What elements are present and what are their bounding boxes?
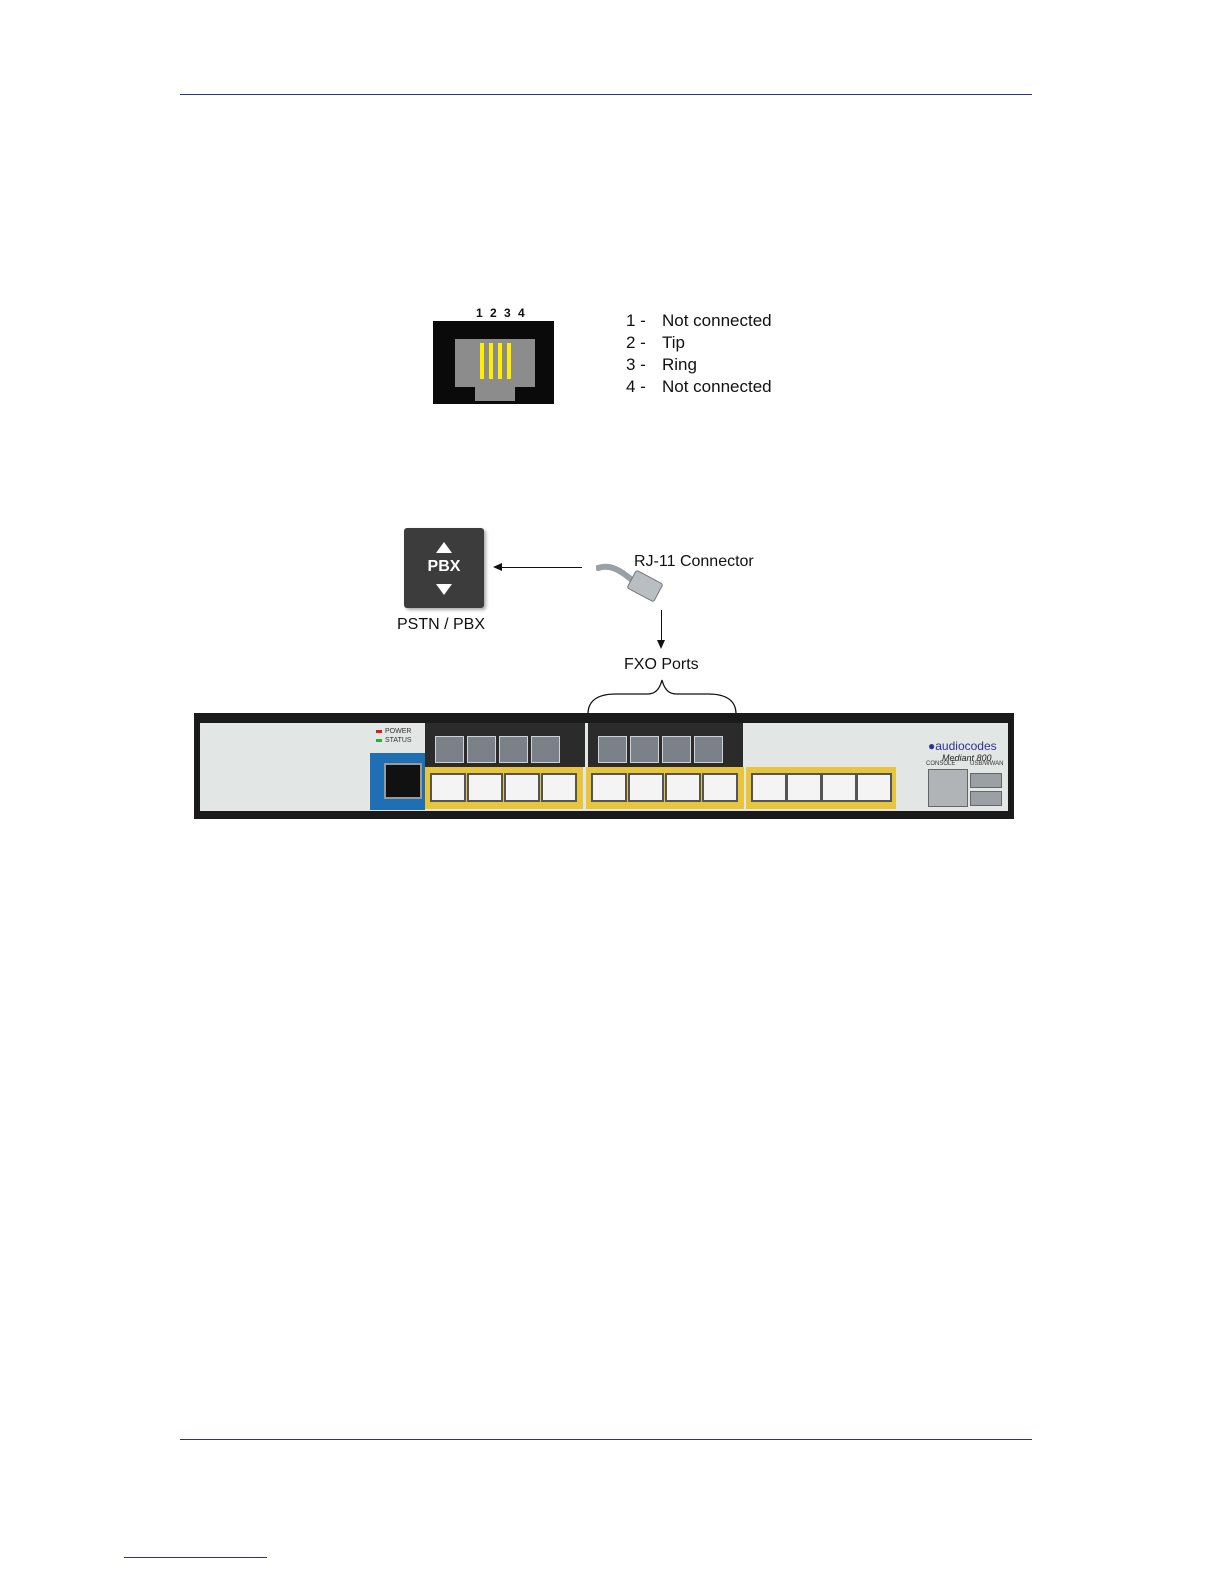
led-legend: POWER STATUS bbox=[376, 727, 412, 745]
rj11-jack-image bbox=[433, 321, 554, 404]
pin-number: 4 - bbox=[626, 376, 662, 398]
lan-port-block-1 bbox=[425, 767, 583, 809]
lan-port-block-2 bbox=[586, 767, 744, 809]
pin-label: Ring bbox=[662, 354, 697, 376]
pbx-icon-label: PBX bbox=[404, 558, 484, 576]
console-port bbox=[928, 769, 968, 807]
fxo-port-block bbox=[588, 723, 743, 767]
usb-port bbox=[970, 773, 1002, 788]
jack-pin-numbers: 1 2 3 4 bbox=[476, 306, 527, 320]
fxo-ports-label: FXO Ports bbox=[624, 656, 699, 674]
pinout-row: 4 - Not connected bbox=[626, 376, 772, 398]
pin-label: Tip bbox=[662, 332, 685, 354]
console-label: CONSOLE bbox=[926, 761, 955, 767]
usb-port bbox=[970, 791, 1002, 806]
pin-number: 2 - bbox=[626, 332, 662, 354]
pinout-row: 1 - Not connected bbox=[626, 310, 772, 332]
pinout-row: 3 - Ring bbox=[626, 354, 772, 376]
pin-number: 3 - bbox=[626, 354, 662, 376]
pstn-pbx-label: PSTN / PBX bbox=[397, 616, 485, 634]
usb-label: USB/WWAN bbox=[970, 761, 1003, 767]
footer-rule bbox=[180, 1439, 1032, 1440]
footnote-rule bbox=[124, 1557, 267, 1558]
arrow-to-pbx bbox=[502, 567, 582, 568]
brand-logo: ●audiocodes bbox=[928, 739, 997, 753]
arrow-to-fxo bbox=[661, 610, 662, 640]
wan-sfp-port bbox=[370, 753, 425, 810]
lan-port-block-3 bbox=[746, 767, 896, 809]
pbx-icon: PBX bbox=[404, 528, 484, 608]
led-status-label: STATUS bbox=[385, 737, 412, 744]
pin-label: Not connected bbox=[662, 376, 772, 398]
device-front-panel: POWER STATUS bbox=[194, 713, 1014, 819]
fxs-port-block bbox=[425, 723, 585, 767]
pin-number: 1 - bbox=[626, 310, 662, 332]
pinout-row: 2 - Tip bbox=[626, 332, 772, 354]
rj11-connector-label: RJ-11 Connector bbox=[634, 553, 754, 571]
fxo-brace bbox=[586, 676, 740, 716]
pin-label: Not connected bbox=[662, 310, 772, 332]
led-power-label: POWER bbox=[385, 728, 411, 735]
header-rule bbox=[180, 94, 1032, 95]
pinout-list: 1 - Not connected 2 - Tip 3 - Ring 4 - N… bbox=[626, 310, 772, 398]
